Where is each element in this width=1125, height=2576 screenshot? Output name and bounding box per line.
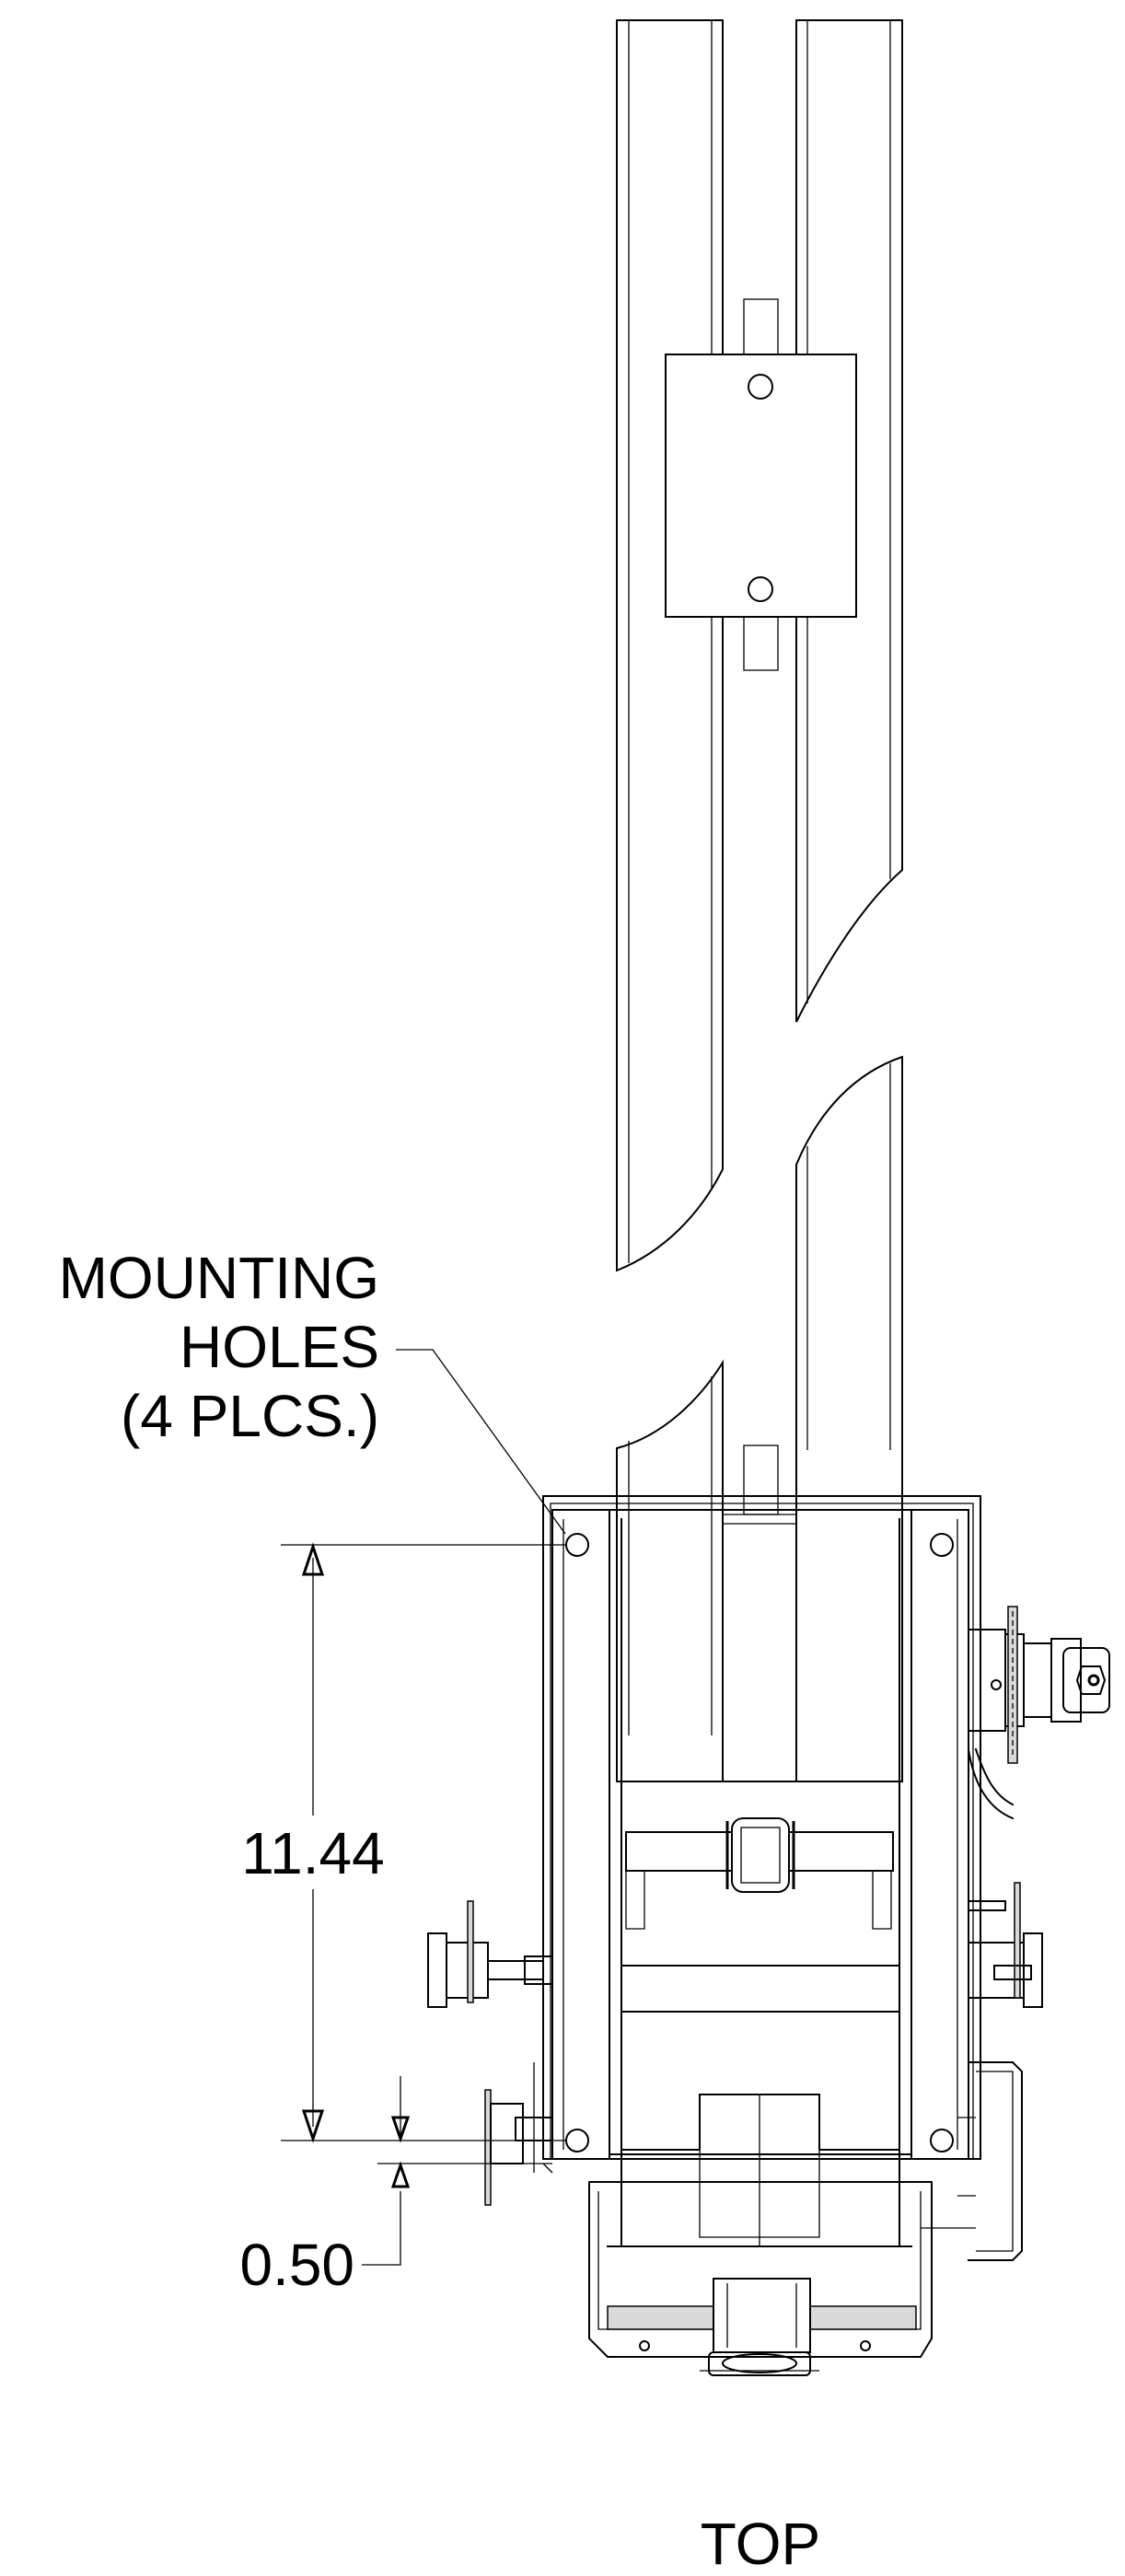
- carriage-block: [665, 298, 857, 671]
- mounting-hole-bottom-left: [565, 2129, 589, 2152]
- carriage-hole-bottom: [748, 576, 773, 602]
- mounting-holes-callout: MOUNTING HOLES (4 PLCS.): [59, 1245, 566, 1535]
- drive-housing: [542, 1445, 981, 2247]
- dimension-offset: 0.50: [239, 2076, 552, 2298]
- sprocket-right-lower: [968, 1882, 1043, 2008]
- view-label: TOP: [701, 2511, 820, 2576]
- mounting-hole-bottom-right: [930, 2129, 954, 2152]
- rail-lower-left: [616, 1359, 724, 1736]
- mounting-hole-top-left: [565, 1533, 589, 1557]
- gearbox: [588, 2181, 933, 2376]
- offset-label: 0.50: [239, 2232, 354, 2298]
- carriage-hole-top: [748, 374, 773, 400]
- callout-line-2: HOLES: [180, 1314, 379, 1380]
- callout-line-3: (4 PLCS.): [121, 1383, 379, 1449]
- mounting-hole-top-right: [930, 1533, 954, 1557]
- rail-upper-section: [616, 19, 903, 1451]
- callout-leader-line: [396, 1349, 566, 1535]
- junction-box: [921, 2061, 1023, 2261]
- sprocket-right-upper: [967, 1606, 1110, 1820]
- sprocket-left-upper: [427, 1900, 553, 2008]
- callout-line-1: MOUNTING: [59, 1245, 379, 1311]
- dimension-hole-spacing: 11.44: [221, 1542, 565, 2143]
- hole-spacing-label: 11.44: [241, 1820, 384, 1886]
